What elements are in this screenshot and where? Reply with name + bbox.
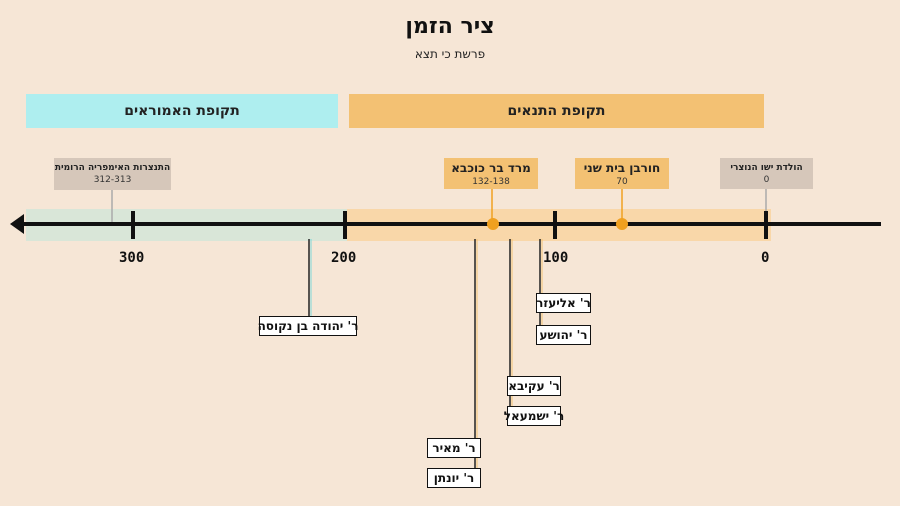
- page-title: ציר הזמן: [405, 14, 495, 39]
- tick-label-200: 200: [331, 250, 357, 266]
- period-tannaim: תקופת התנאים: [349, 94, 764, 128]
- page-subtitle: פרשת כי תצא: [414, 47, 486, 61]
- sage-yonatan: ר' יונתן: [427, 468, 481, 488]
- event-barkochba-date: 132-138: [472, 176, 510, 187]
- sage-akiva: ר' עקיבא: [507, 376, 561, 396]
- event-roman-date: 312-313: [93, 175, 132, 185]
- event-bar-kochba: מרד בר כוכבא 132-138: [444, 158, 538, 189]
- event-roman-label: התנצרות האימפריה הרומית: [54, 163, 171, 173]
- sage-yehuda-ben-nekosa: ר' יהודה בן נקוסה: [258, 316, 358, 336]
- period-amoraim: תקופת האמוראים: [26, 94, 338, 128]
- tick-label-100: 100: [543, 250, 569, 266]
- event-churban-label: חורבן בית שני: [583, 160, 661, 175]
- event-barkochba-label: מרד בר כוכבא: [451, 160, 531, 175]
- tick-label-300: 300: [119, 250, 145, 266]
- sage-yishmael: ר' ישמעאל: [504, 406, 564, 426]
- marker-barkochba: [487, 218, 499, 230]
- axis-arrow-left-icon: [10, 214, 24, 234]
- sage-eliezer: ר' אליעזר: [536, 293, 591, 313]
- marker-churban: [616, 218, 628, 230]
- event-churban-date: 70: [616, 176, 628, 187]
- event-jesus-label: הולדת ישו הנוצרי: [730, 162, 803, 173]
- sage-yehoshua: ר' יהושע: [536, 325, 591, 345]
- event-jesus-date: 0: [763, 174, 770, 185]
- sage-meir: ר' מאיר: [427, 438, 481, 458]
- event-jesus-birth: הולדת ישו הנוצרי 0: [720, 158, 813, 189]
- event-churban: חורבן בית שני 70: [575, 158, 669, 189]
- event-roman-empire: התנצרות האימפריה הרומית 312-313: [54, 158, 171, 190]
- tick-label-0: 0: [761, 250, 770, 266]
